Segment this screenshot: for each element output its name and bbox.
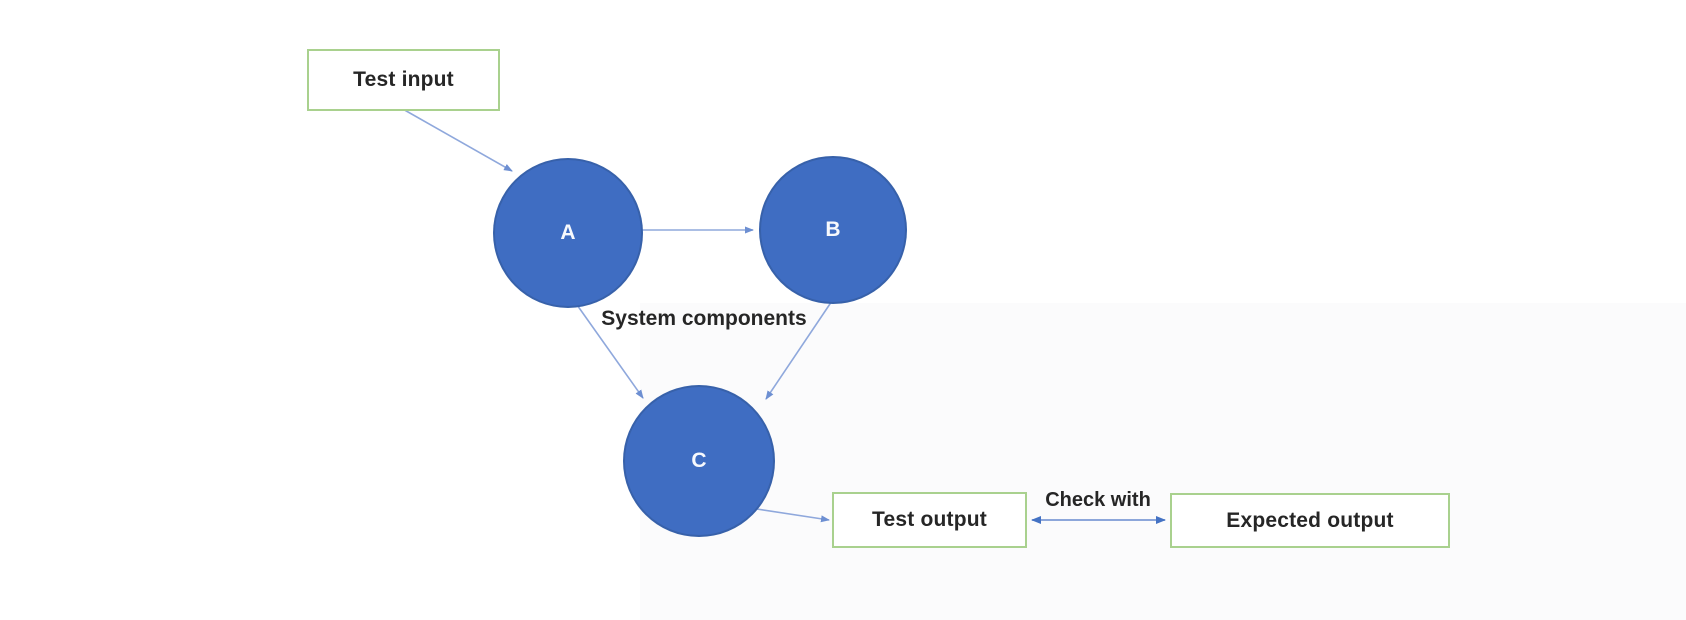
component-b-circle: B [759,156,907,304]
edge-b-to-c [765,291,839,400]
edge-test-input-to-a [400,107,513,172]
test-output-box: Test output [832,492,1027,548]
expected-output-box: Expected output [1170,493,1450,548]
test-output-label: Test output [872,508,987,531]
component-a-label: A [560,221,576,244]
component-c-label: C [691,449,707,472]
check-with-label: Check with [1045,489,1151,511]
test-input-box: Test input [307,49,500,111]
edge-c-to-test-output [749,507,830,523]
background-tint [640,303,1686,620]
expected-output-label: Expected output [1226,508,1394,532]
component-c-circle: C [623,385,775,537]
component-a-circle: A [493,158,643,308]
system-components-label: System components [601,307,807,330]
edge-a-to-c [569,294,644,399]
component-b-label: B [825,218,841,241]
test-input-label: Test input [353,68,454,91]
